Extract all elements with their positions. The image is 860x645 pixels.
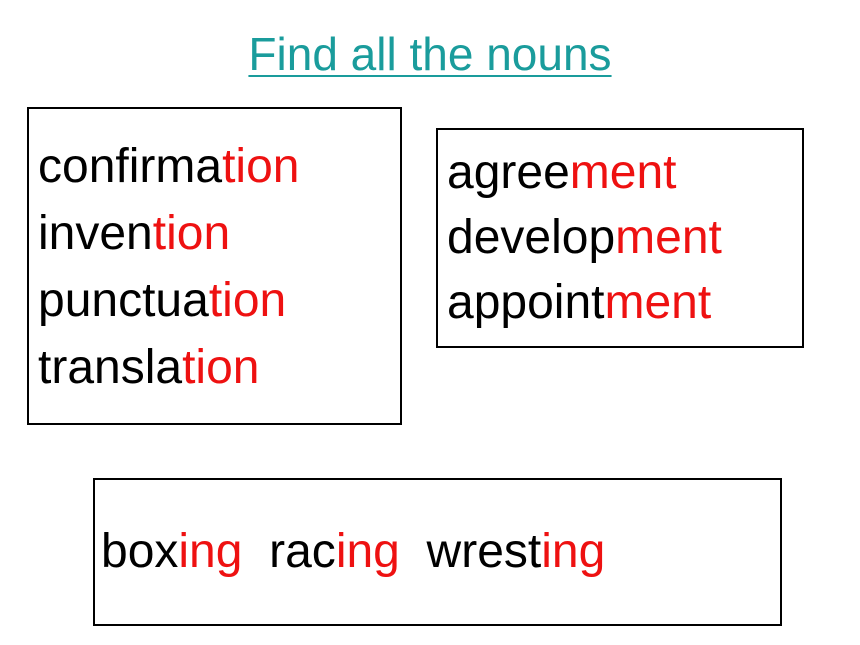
word-stem: agree bbox=[447, 146, 570, 199]
tion-word-list: confirmation invention punctuation trans… bbox=[38, 133, 400, 401]
word-suffix: tion bbox=[182, 341, 260, 394]
word-suffix: tion bbox=[208, 274, 287, 327]
ment-words-box: agreement development appointment bbox=[436, 128, 804, 348]
word-translation: translation bbox=[38, 334, 400, 401]
word-suffix: ment bbox=[569, 146, 677, 199]
word-suffix: ing bbox=[541, 525, 606, 578]
word-stem: box bbox=[101, 525, 179, 578]
word-suffix: tion bbox=[152, 207, 231, 260]
word-suffix: tion bbox=[222, 140, 300, 193]
ing-word-line: boxing racing wresting bbox=[101, 522, 605, 582]
word-invention: invention bbox=[38, 200, 400, 267]
page-title: Find all the nouns bbox=[248, 28, 612, 80]
tion-words-box: confirmation invention punctuation trans… bbox=[27, 107, 402, 425]
word-stem: rac bbox=[269, 525, 336, 578]
word-suffix: ing bbox=[178, 525, 243, 578]
word-confirmation: confirmation bbox=[38, 133, 400, 200]
word-stem: transla bbox=[38, 341, 183, 394]
word-punctuation: punctuation bbox=[38, 267, 400, 334]
word-stem: develop bbox=[447, 211, 616, 264]
word-suffix: ment bbox=[615, 211, 722, 264]
word-development: development bbox=[447, 205, 802, 270]
word-suffix: ing bbox=[335, 525, 400, 578]
ment-word-list: agreement development appointment bbox=[447, 140, 802, 335]
word-stem: inven bbox=[38, 207, 153, 260]
word-agreement: agreement bbox=[447, 140, 802, 205]
ing-words-box: boxing racing wresting bbox=[93, 478, 782, 626]
word-appointment: appointment bbox=[447, 270, 802, 335]
word-stem: punctua bbox=[38, 274, 209, 327]
word-stem: wrest bbox=[426, 525, 542, 578]
word-suffix: ment bbox=[604, 276, 712, 329]
word-stem: confirma bbox=[38, 140, 223, 193]
word-stem: appoint bbox=[447, 276, 605, 329]
